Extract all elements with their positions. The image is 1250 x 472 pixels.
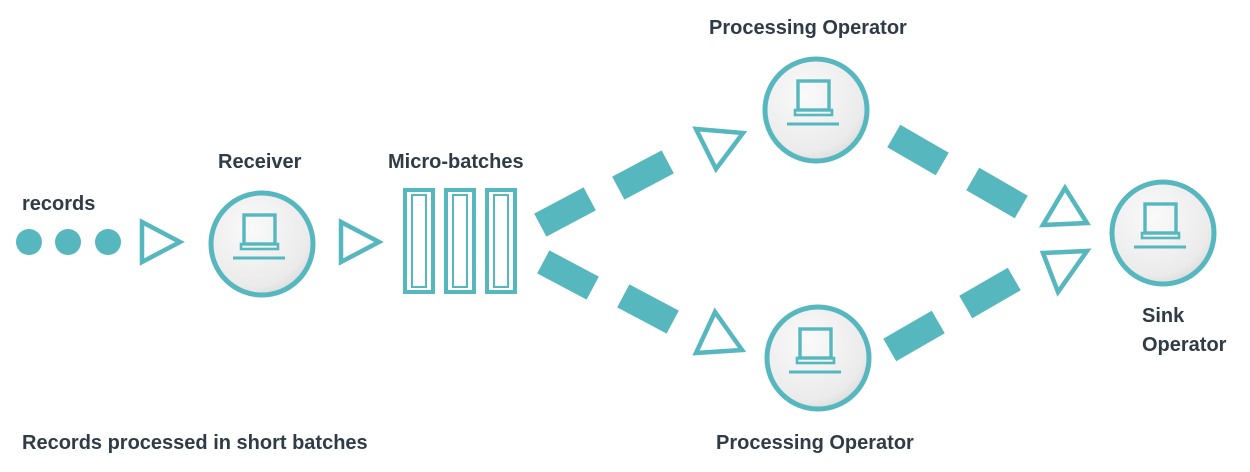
processing-operator-top-node-icon [765, 59, 867, 161]
receiver-node-icon [211, 193, 313, 295]
micro-batches-label: Micro-batches [388, 151, 524, 173]
records-group [16, 229, 121, 255]
arrow-to-sink-from-bottom-icon [1039, 248, 1092, 297]
micro-batches-group [403, 188, 517, 294]
flow-segment [534, 187, 596, 237]
flow-segment [887, 124, 949, 176]
caption: Records processed in short batches [22, 432, 368, 454]
record-dot-icon [55, 229, 81, 255]
flow-segment [883, 310, 945, 362]
arrow-to-micro-batches-icon [338, 218, 384, 266]
record-dot-icon [95, 229, 121, 255]
flow-segment [612, 150, 674, 200]
arrow-to-processing-top-icon [692, 126, 748, 174]
flow-segment [959, 267, 1021, 319]
sink-operator-node-icon [1112, 182, 1214, 284]
record-dot-icon [16, 229, 42, 255]
flow-segment [617, 284, 679, 334]
arrow-to-processing-bottom-icon [692, 307, 747, 356]
flow-segment [537, 250, 599, 300]
flow-segments [534, 124, 1028, 362]
processing-operator-top-label: Processing Operator [709, 17, 907, 39]
records-label: records [22, 193, 95, 215]
processing-operator-bottom-node-icon [767, 307, 869, 409]
receiver-label: Receiver [218, 151, 302, 173]
arrow-to-sink-from-top-icon [1038, 183, 1091, 228]
arrow-to-receiver-icon [139, 218, 185, 266]
sink-operator-label-line1: Sink [1142, 305, 1185, 327]
processing-operator-bottom-label: Processing Operator [716, 432, 914, 454]
sink-operator-label-line2: Operator [1142, 334, 1227, 356]
flow-segment [966, 167, 1028, 219]
